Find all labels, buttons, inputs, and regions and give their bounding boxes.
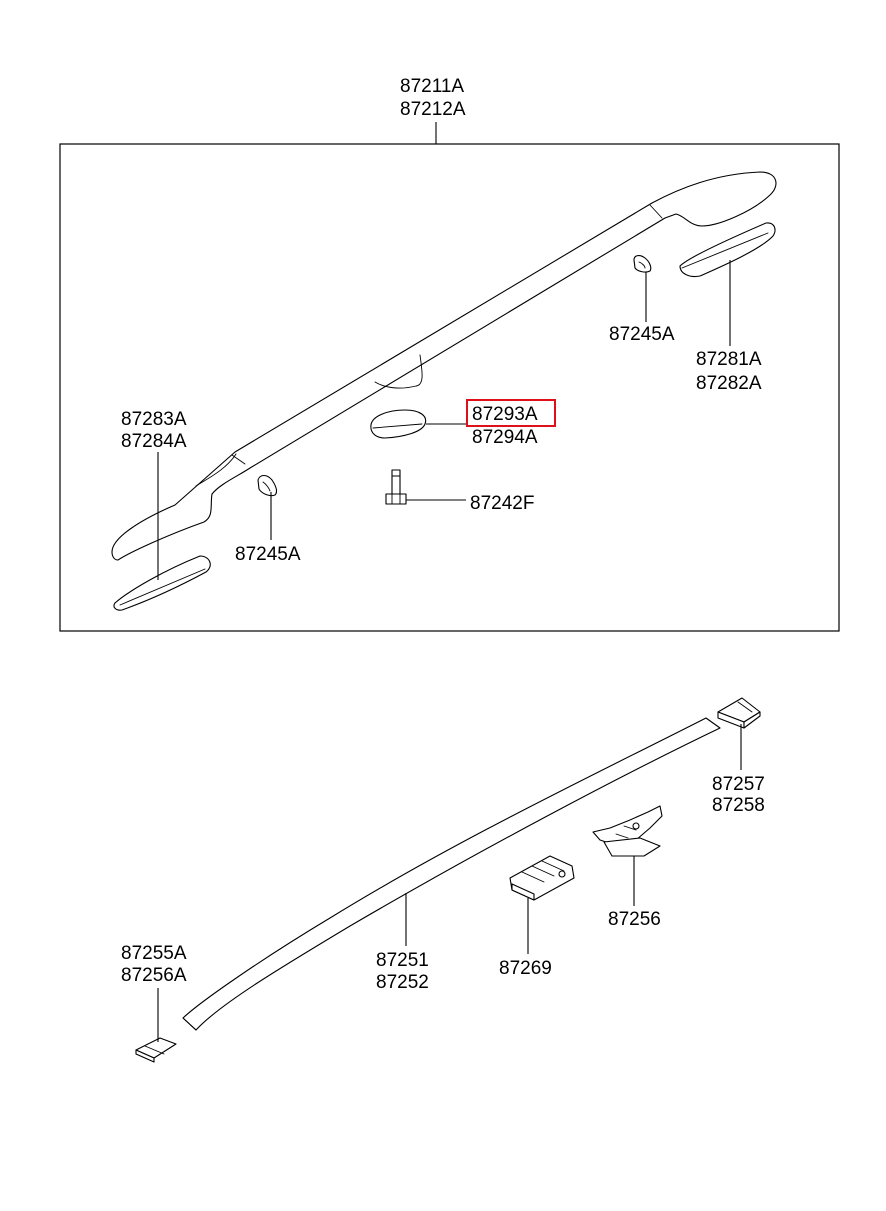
moulding-end-rear	[717, 697, 761, 729]
callout-87281A[interactable]: 87281A	[696, 349, 762, 370]
callout-87294A[interactable]: 87294A	[472, 427, 538, 448]
bolt	[385, 469, 407, 505]
roof-moulding	[182, 717, 721, 1031]
moulding-end-front	[135, 1037, 177, 1063]
callout-87256[interactable]: 87256	[608, 909, 661, 930]
callout-87258[interactable]: 87258	[712, 795, 765, 816]
front-end-cover	[679, 222, 776, 278]
holder-left	[257, 474, 277, 497]
callout-87211A[interactable]: 87211A	[400, 76, 464, 97]
roof-rack-rail	[111, 171, 777, 561]
callout-87269[interactable]: 87269	[499, 958, 552, 979]
callout-87256A[interactable]: 87256A	[121, 965, 187, 986]
callout-87257[interactable]: 87257	[712, 774, 765, 795]
callout-87284A[interactable]: 87284A	[121, 431, 187, 452]
callout-87252[interactable]: 87252	[376, 972, 429, 993]
callout-87242F[interactable]: 87242F	[470, 493, 534, 514]
moulding-retainer	[509, 855, 575, 901]
center-cover	[370, 409, 427, 439]
holder-right	[633, 255, 652, 273]
callout-87283A[interactable]: 87283A	[121, 409, 187, 430]
rear-end-cover	[113, 555, 211, 611]
callout-87255A[interactable]: 87255A	[121, 943, 187, 964]
callout-87293A[interactable]: 87293A	[472, 404, 538, 425]
callout-87212A[interactable]: 87212A	[400, 99, 466, 120]
callout-87245A-left[interactable]: 87245A	[235, 544, 301, 565]
moulding-clip	[592, 805, 663, 857]
highlight-box-87293A	[466, 399, 556, 427]
callout-87251[interactable]: 87251	[376, 950, 429, 971]
callout-87282A[interactable]: 87282A	[696, 373, 762, 394]
roof-rack-group-frame	[59, 143, 840, 632]
callout-87245A-right[interactable]: 87245A	[609, 324, 675, 345]
